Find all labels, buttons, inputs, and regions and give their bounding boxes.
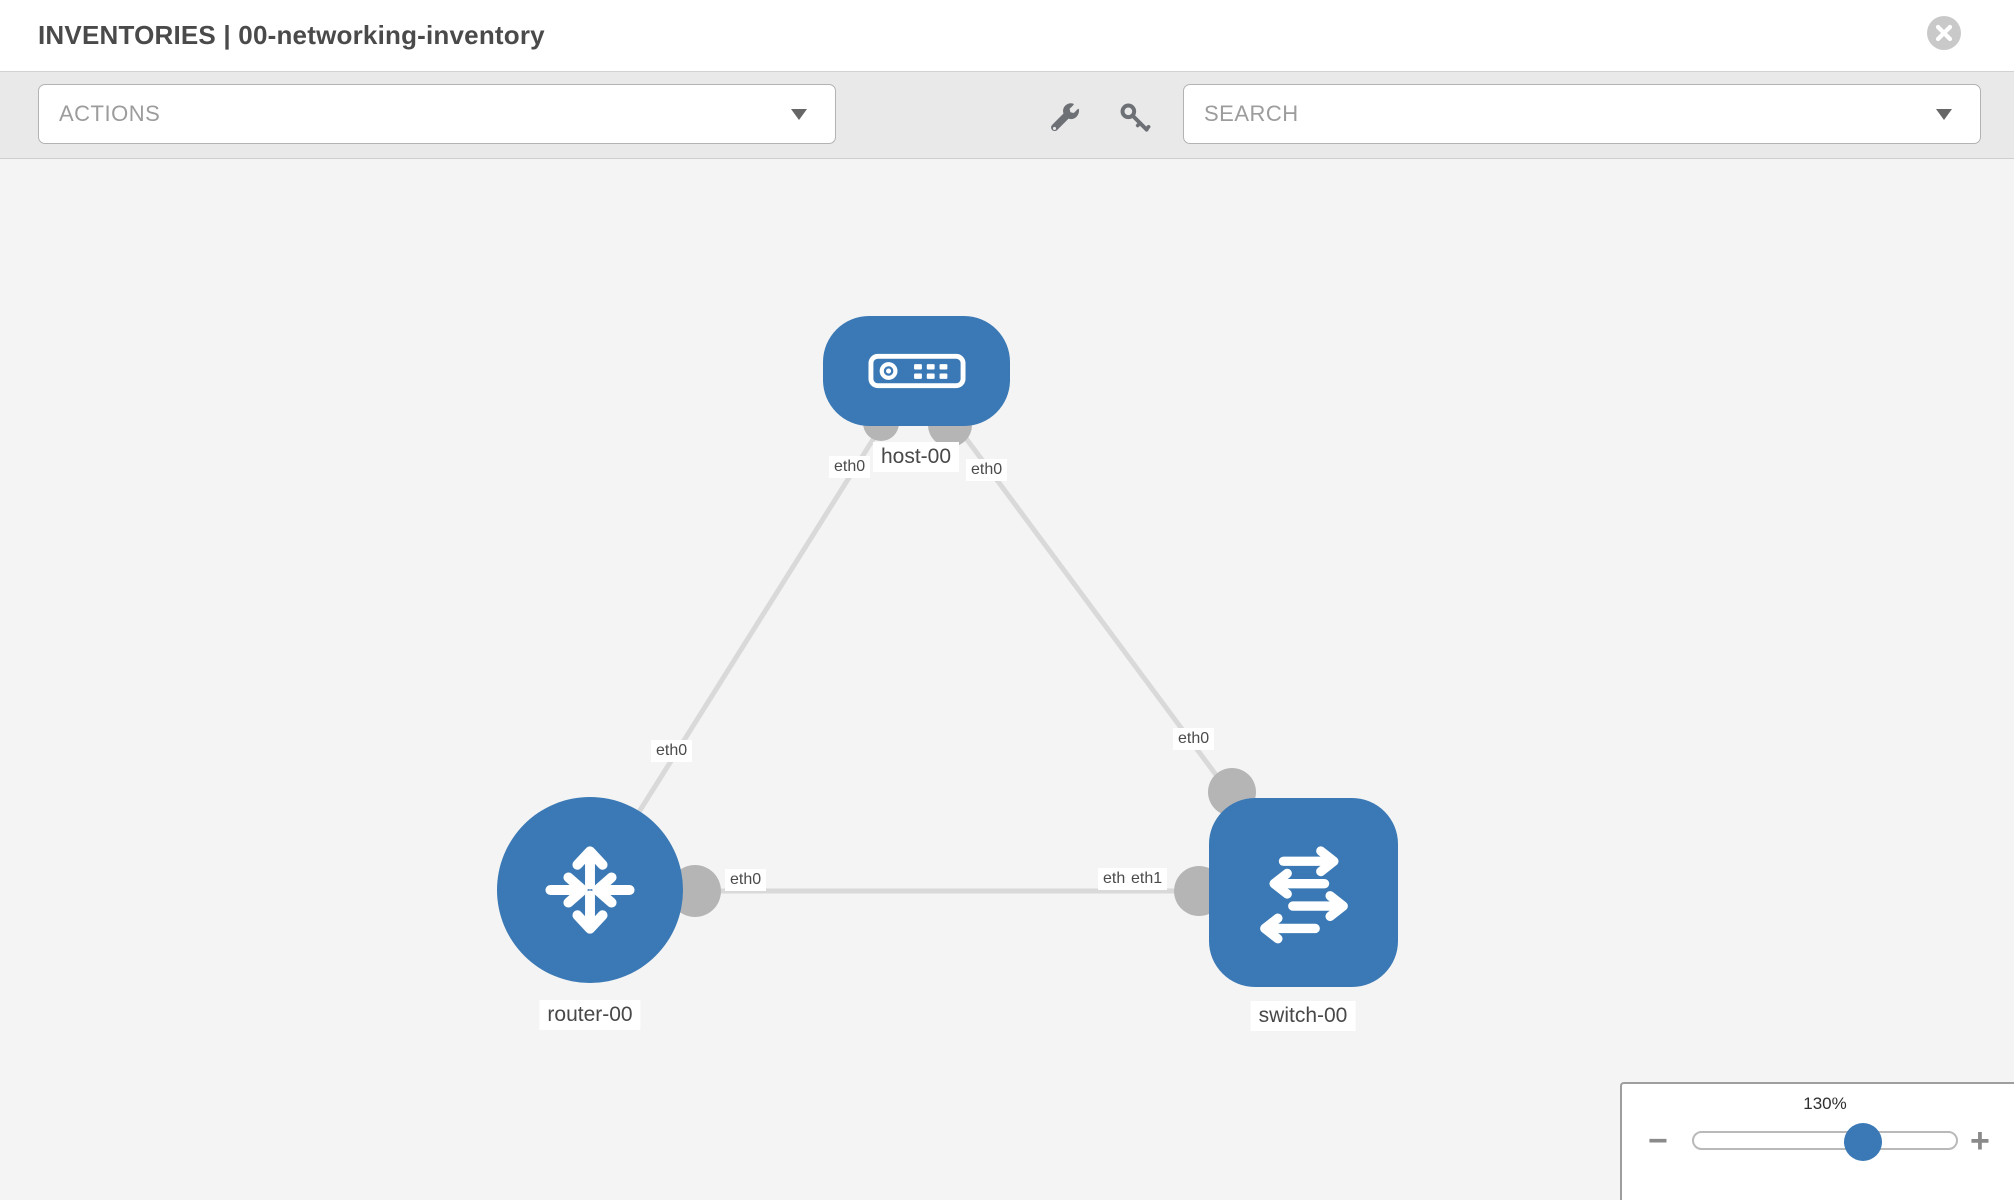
- topology-canvas[interactable]: [0, 159, 2014, 1200]
- key-icon: [1120, 103, 1151, 132]
- zoom-level-value: 130%: [1803, 1094, 1847, 1113]
- search-dropdown-label: SEARCH: [1204, 101, 1299, 126]
- server-icon: [867, 353, 966, 389]
- close-button[interactable]: [1927, 16, 1961, 50]
- node-switch-00[interactable]: [1209, 798, 1398, 987]
- node-label-router: router-00: [539, 1000, 641, 1031]
- close-icon: [1935, 24, 1953, 42]
- interface-label: eth0: [725, 869, 767, 892]
- router-arrows-icon: [545, 846, 635, 934]
- wrench-tool-button[interactable]: [1045, 98, 1085, 138]
- interface-label: eth0: [966, 459, 1008, 482]
- page-title: INVENTORIES | 00-networking-inventory: [38, 20, 545, 50]
- toolbar: ACTIONS SEARCH: [0, 72, 2014, 159]
- actions-dropdown[interactable]: ACTIONS: [38, 84, 836, 144]
- node-router-00[interactable]: [497, 797, 683, 983]
- interface-label: eth0: [1173, 728, 1215, 751]
- zoom-slider-track[interactable]: [1692, 1131, 1958, 1150]
- node-label-switch: switch-00: [1250, 1001, 1356, 1032]
- node-host-00[interactable]: [823, 316, 1010, 426]
- chevron-down-icon: [791, 109, 807, 120]
- zoom-out-button[interactable]: −: [1648, 1122, 1668, 1160]
- actions-dropdown-label: ACTIONS: [59, 101, 161, 126]
- switch-arrows-icon: [1259, 845, 1348, 943]
- wrench-icon: [1051, 103, 1080, 132]
- interface-label: eth0: [829, 456, 871, 479]
- chevron-down-icon: [1936, 109, 1952, 120]
- key-tool-button[interactable]: [1115, 98, 1155, 138]
- interface-label: eth0: [651, 740, 693, 763]
- zoom-in-button[interactable]: +: [1970, 1122, 1990, 1160]
- zoom-slider-knob[interactable]: [1844, 1123, 1882, 1161]
- window-header: INVENTORIES | 00-networking-inventory: [0, 0, 2014, 72]
- node-label-host: host-00: [872, 442, 960, 473]
- search-dropdown[interactable]: SEARCH: [1183, 84, 1981, 144]
- interface-label: eth1: [1126, 868, 1168, 891]
